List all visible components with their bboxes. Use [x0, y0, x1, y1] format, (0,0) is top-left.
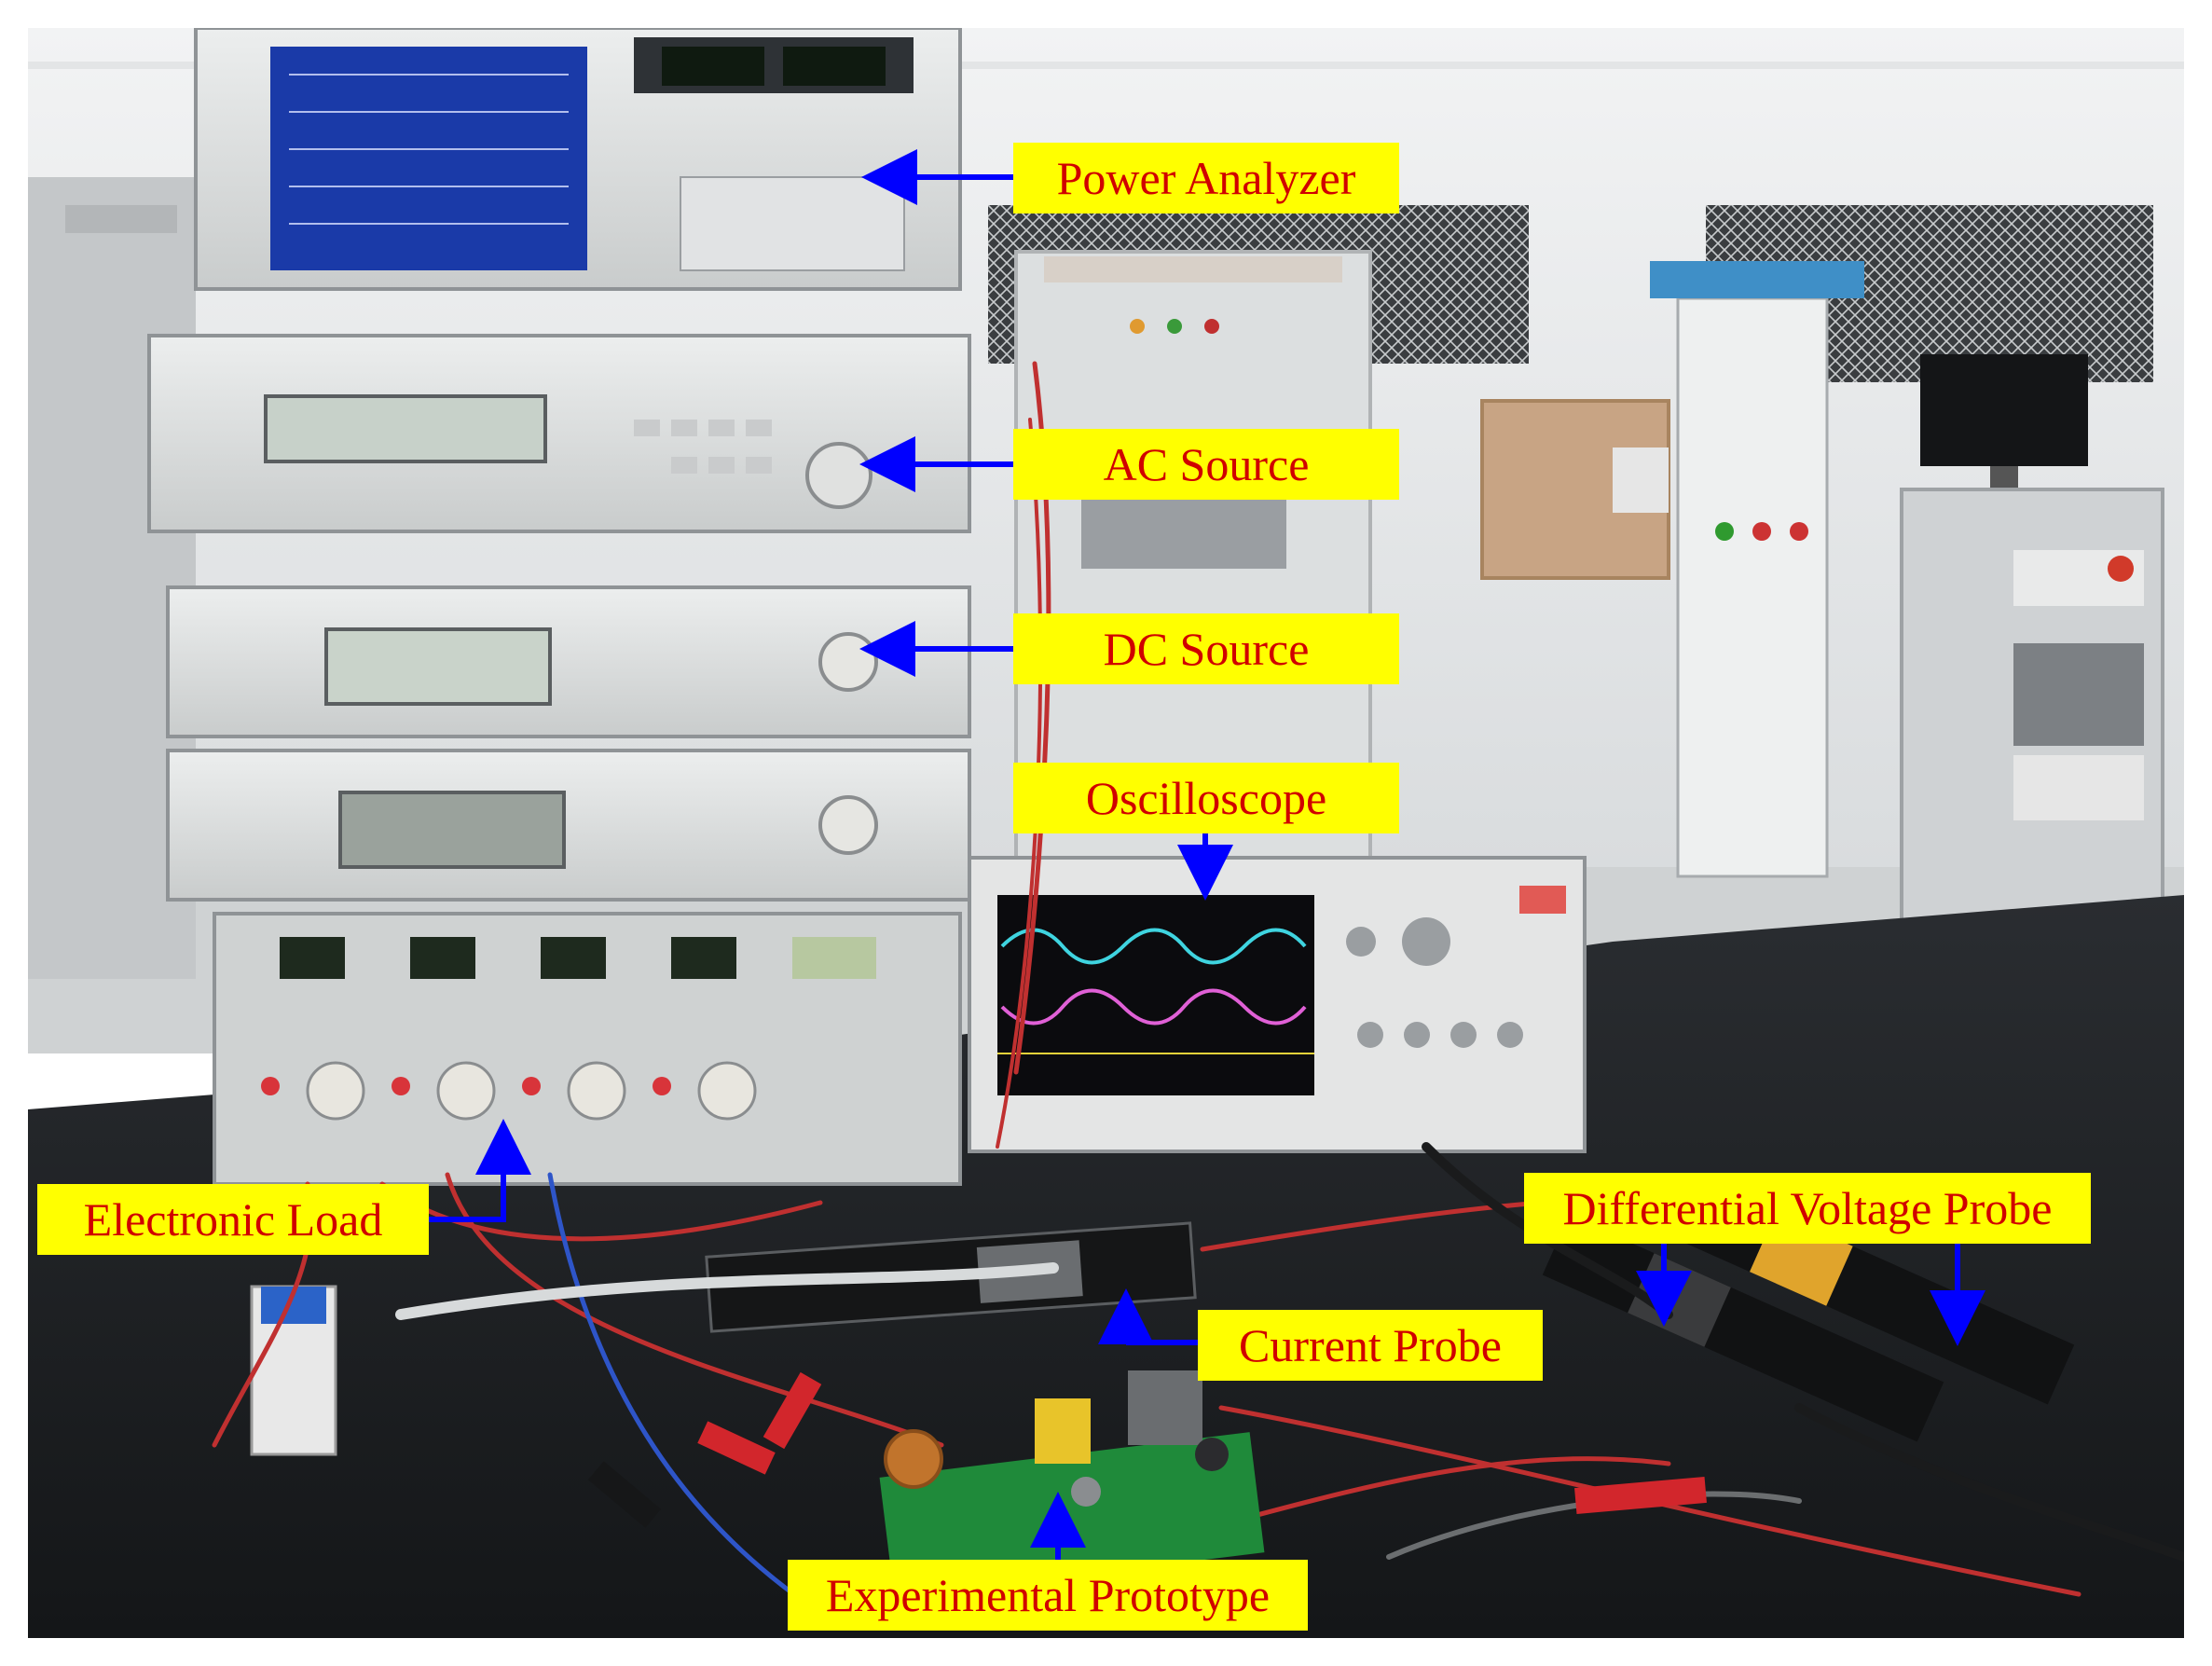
label-differential-voltage-probe: Differential Voltage Probe — [1524, 1173, 2091, 1244]
wall-box — [1480, 399, 1670, 580]
label-experimental-prototype: Experimental Prototype — [788, 1560, 1308, 1631]
arrow-electronic-load — [429, 1119, 531, 1222]
label-power-analyzer: Power Analyzer — [1013, 143, 1399, 213]
power-analyzer-screen — [270, 47, 587, 270]
label-electronic-load: Electronic Load — [37, 1184, 429, 1255]
label-ac-source: AC Source — [1013, 429, 1399, 500]
test-clips — [588, 1371, 1707, 1528]
label-dc-source: DC Source — [1013, 613, 1399, 684]
training-panel — [1676, 296, 1829, 878]
scope-trace-magenta — [1000, 988, 1307, 1026]
scope-trace-cyan — [1000, 928, 1307, 965]
monitor — [1920, 354, 2088, 466]
lab-bench-photo — [28, 28, 2184, 1638]
label-oscilloscope: Oscilloscope — [1013, 763, 1399, 833]
label-current-probe: Current Probe — [1198, 1310, 1543, 1381]
